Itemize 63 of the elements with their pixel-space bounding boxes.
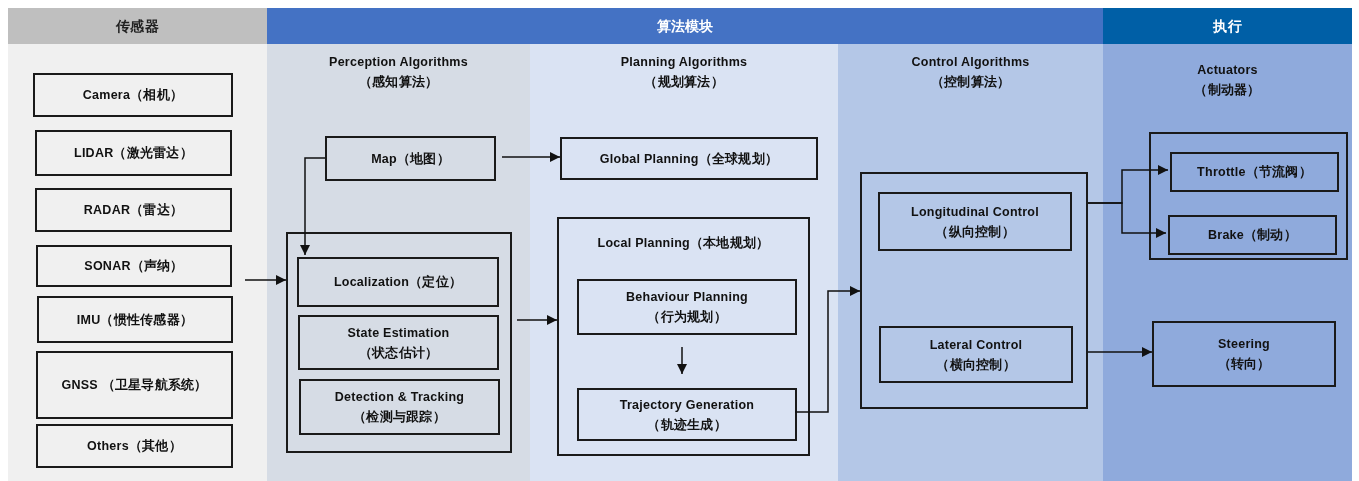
box-label: Behaviour Planning （行为规划） (625, 289, 749, 326)
process-box (879, 326, 1073, 383)
box-label: Lateral Control （横向控制） (928, 336, 1024, 374)
box-label: Steering （转向） (1216, 336, 1272, 373)
process-box (36, 351, 233, 419)
header-bar: 执行 (1103, 8, 1352, 44)
process-box (33, 73, 233, 117)
box-label: Localization（定位） (333, 274, 463, 291)
process-box (577, 279, 797, 335)
header-bar: 传感器 (8, 8, 267, 44)
process-box (36, 245, 232, 287)
box-label: Map（地图） (371, 150, 450, 168)
group-box (860, 172, 1088, 409)
process-box (1170, 152, 1339, 192)
box-label: Camera（相机） (82, 87, 184, 104)
arrow (299, 157, 326, 256)
process-box (299, 379, 500, 435)
box-label: Throttle（节流阀） (1197, 164, 1312, 181)
box-label: IMU（惯性传感器） (76, 311, 194, 329)
arrow (1087, 202, 1167, 239)
column-title: Actuators （制动器） (1193, 62, 1262, 99)
arrow (676, 346, 688, 375)
arrow (501, 151, 561, 163)
box-label: SONAR（声纳） (84, 258, 184, 275)
section-band (8, 8, 267, 481)
box-label: State Estimation （状态估计） (346, 324, 451, 362)
group-box (1149, 132, 1348, 260)
process-box (35, 130, 232, 176)
box-label: Detection & Tracking （检测与跟踪） (333, 389, 466, 426)
column-title: Planning Algorithms （规划算法） (619, 54, 749, 91)
arrow (516, 314, 558, 326)
box-label: Global Planning（全球规划） (599, 150, 779, 168)
process-box (577, 388, 797, 441)
group-box (286, 232, 512, 453)
arrow (244, 274, 287, 286)
process-box (325, 136, 496, 181)
section-band (267, 8, 1103, 481)
box-label: RADAR（雷达） (83, 202, 184, 219)
header-bar: 算法模块 (267, 8, 1103, 44)
box-label: Longitudinal Control （纵向控制） (910, 203, 1040, 241)
column-panel (838, 44, 1103, 481)
process-box (1168, 215, 1337, 255)
group-box (557, 217, 810, 456)
column-title: Perception Algorithms （感知算法） (328, 54, 469, 91)
box-label: Trajectory Generation （轨迹生成） (618, 396, 756, 434)
process-box (1152, 321, 1336, 387)
group-title: Local Planning（本地规划） (597, 235, 770, 252)
process-box (878, 192, 1072, 251)
box-label: LIDAR（激光雷达） (74, 145, 193, 162)
process-box (560, 137, 818, 180)
arrow (1087, 346, 1153, 358)
process-box (37, 296, 233, 343)
column-title: Control Algorithms （控制算法） (910, 54, 1031, 91)
box-label: Brake（制动） (1208, 227, 1297, 244)
process-box (297, 257, 499, 307)
process-box (35, 188, 232, 232)
process-box (36, 424, 233, 468)
box-label: GNSS （卫星导航系统） (61, 377, 208, 394)
section-band (1103, 8, 1352, 481)
column-panel (267, 44, 530, 481)
process-box (298, 315, 499, 370)
arrow (794, 285, 861, 413)
box-label: Others（其他） (87, 438, 182, 455)
